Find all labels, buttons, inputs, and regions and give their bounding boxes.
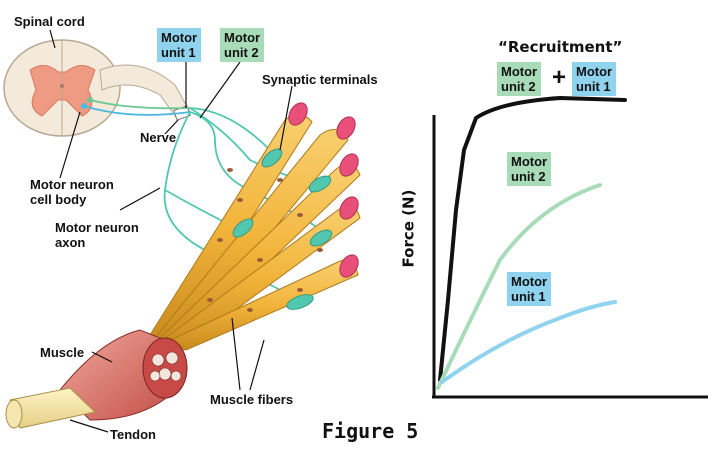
recruit-label-motor-unit-1: Motor unit 1 [572, 62, 617, 96]
chart-axes [432, 115, 708, 399]
label-motor-neuron-axon: Motor neuron axon [55, 220, 139, 250]
label-muscle-fibers: Muscle fibers [210, 392, 294, 407]
chart-curves [436, 95, 627, 390]
plus-sign: + [552, 64, 567, 91]
label-spinal-cord: Spinal cord [14, 14, 85, 29]
tendon-illustration [5, 387, 97, 429]
motor-unit-2-curve [436, 183, 602, 390]
label-muscle: Muscle [40, 345, 85, 360]
synaptic-terminals [232, 148, 333, 310]
label-motor-unit-2: Motor unit 2 [220, 28, 265, 62]
curve-label-motor-unit-2: Motor unit 2 [507, 152, 552, 186]
figure-caption: Figure 5 [322, 419, 419, 443]
recruitment-curve [438, 95, 627, 382]
chart-title: “Recruitment” [498, 38, 623, 56]
label-motor-neuron-cell-body: Motor neuron cell body [30, 177, 114, 207]
motor-unit-1-curve [440, 300, 617, 384]
recruit-label-motor-unit-2: Motor unit 2 [497, 62, 542, 96]
label-synaptic-terminals: Synaptic terminals [262, 72, 378, 87]
y-axis-label: Force (N) [399, 189, 418, 268]
spinal-cord-illustration [3, 39, 191, 137]
curve-label-motor-unit-1: Motor unit 1 [507, 272, 552, 306]
muscle-illustration [59, 329, 188, 421]
label-tendon: Tendon [110, 427, 156, 442]
label-nerve: Nerve [140, 130, 177, 145]
label-motor-unit-1: Motor unit 1 [157, 28, 202, 62]
leader-lines [49, 29, 293, 433]
